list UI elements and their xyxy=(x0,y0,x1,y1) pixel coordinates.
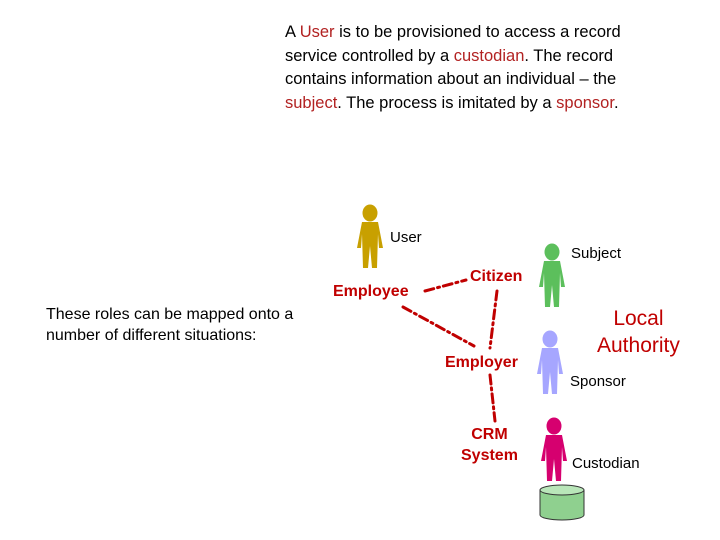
crm-system-label: CRM System xyxy=(461,426,518,464)
user-term: User xyxy=(299,23,335,41)
link-citizen-employer xyxy=(488,289,499,350)
sponsor-term: sponsor xyxy=(556,93,614,112)
employer-label: Employer xyxy=(445,354,518,371)
link-employee-employer xyxy=(401,305,476,348)
custodian-role-label: Custodian xyxy=(572,455,640,472)
custodian-person-icon xyxy=(541,417,567,481)
subject-person-icon xyxy=(539,243,565,307)
employee-label: Employee xyxy=(333,283,409,300)
subject-role-label: Subject xyxy=(571,245,622,262)
citizen-label: Citizen xyxy=(470,268,523,285)
custodian-term: custodian xyxy=(453,46,525,65)
side-note: These roles can be mapped onto a number … xyxy=(46,306,294,344)
local-authority-label: Local Authority xyxy=(597,307,680,357)
database-cylinder-icon xyxy=(539,484,585,521)
sponsor-role-label: Sponsor xyxy=(570,373,626,390)
user-role-label: User xyxy=(390,229,422,246)
link-employer-crm xyxy=(488,373,497,423)
sponsor-person-icon xyxy=(537,330,563,394)
intro-paragraph: A User is to be provisioned to access a … xyxy=(285,23,621,112)
subject-term: subject xyxy=(285,93,338,112)
link-employee-citizen xyxy=(423,278,468,293)
user-person-icon xyxy=(357,204,383,268)
